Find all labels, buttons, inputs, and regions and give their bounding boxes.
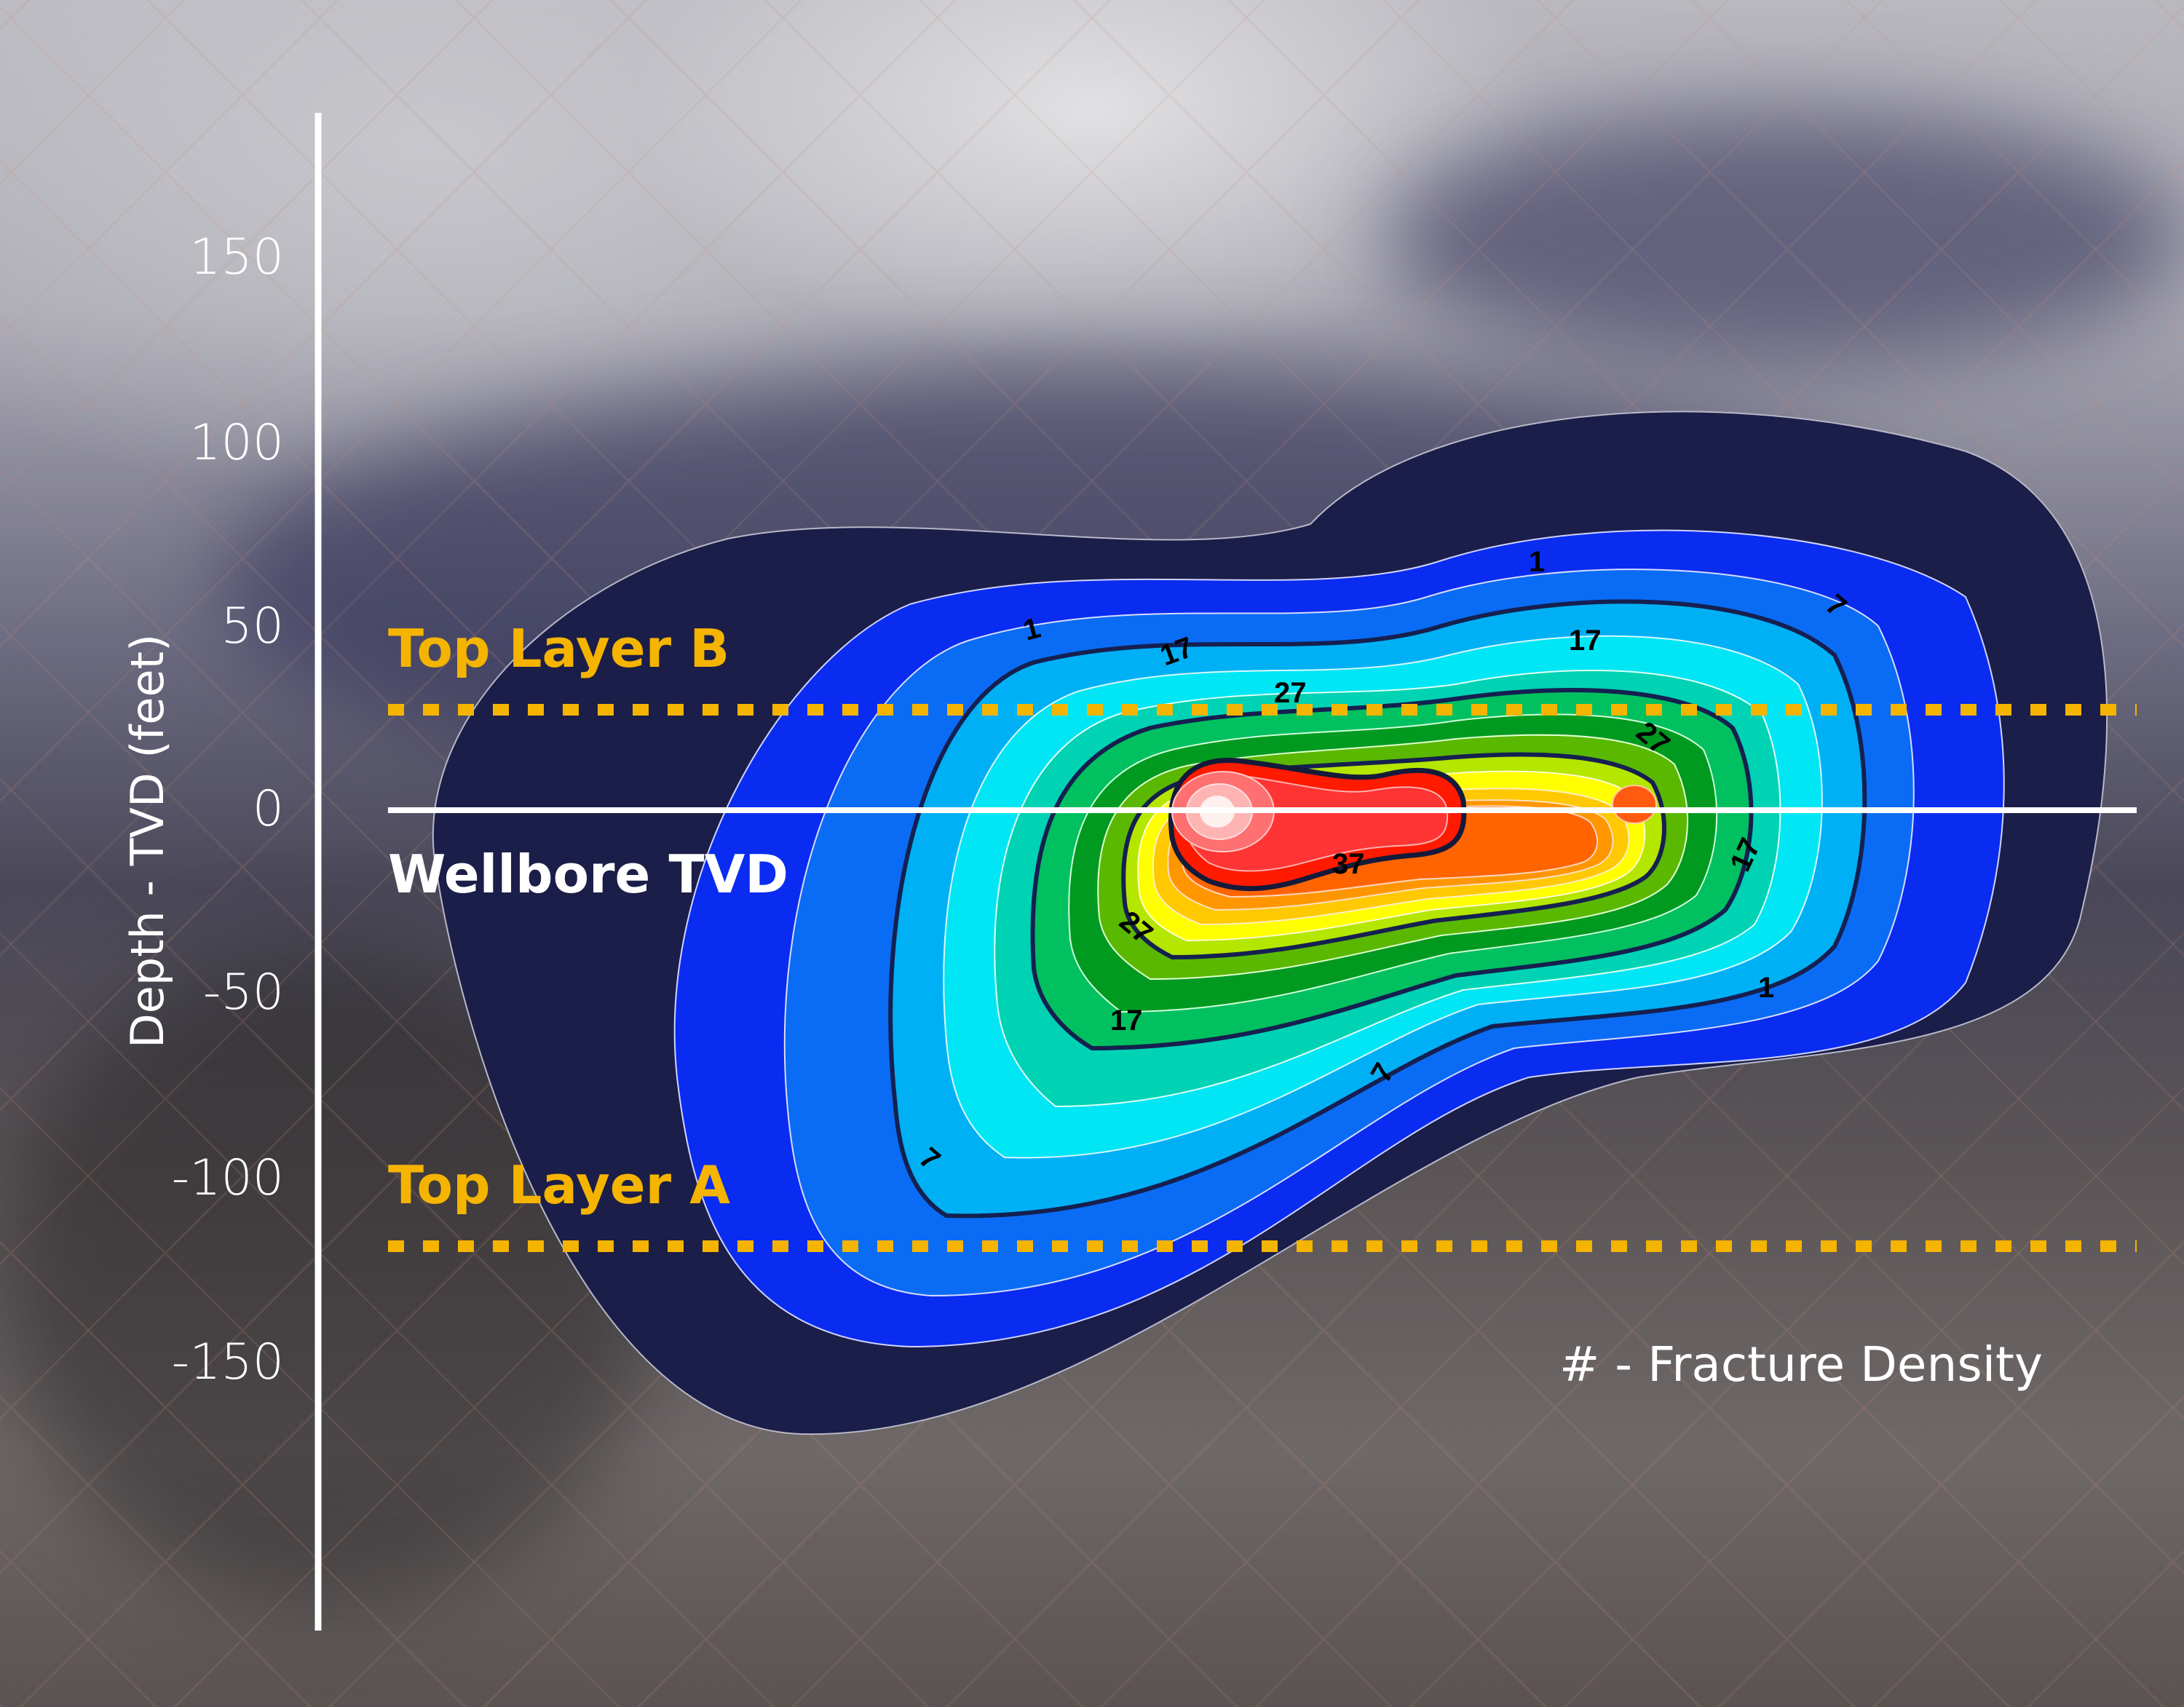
- y-tick-label: 0: [252, 780, 284, 838]
- contour-label: 27: [1274, 677, 1307, 709]
- contour-label: 17: [1569, 625, 1602, 657]
- y-tick-label: 100: [189, 414, 284, 472]
- background-shadow: [1383, 109, 2184, 364]
- y-tick-label: 50: [221, 598, 284, 655]
- y-tick-label: -100: [171, 1149, 284, 1207]
- y-tick-label: -150: [171, 1334, 284, 1391]
- contour-label: 17: [1110, 1005, 1143, 1037]
- contour-label: 1: [1529, 546, 1545, 578]
- legend-fracture-density: # - Fracture Density: [1559, 1336, 2043, 1393]
- top-layer-a-label: Top Layer A: [388, 1154, 730, 1216]
- y-tick-label: 150: [189, 229, 284, 286]
- top-layer-b-label: Top Layer B: [388, 618, 730, 679]
- wellbore-label: Wellbore TVD: [388, 844, 789, 905]
- contour-label: 37: [1332, 848, 1365, 880]
- contour-label: 1: [1758, 972, 1774, 1004]
- contour-secondary-peak: [1612, 785, 1657, 824]
- y-tick-label: -50: [202, 964, 284, 1021]
- y-axis-title: Depth - TVD (feet): [121, 633, 174, 1048]
